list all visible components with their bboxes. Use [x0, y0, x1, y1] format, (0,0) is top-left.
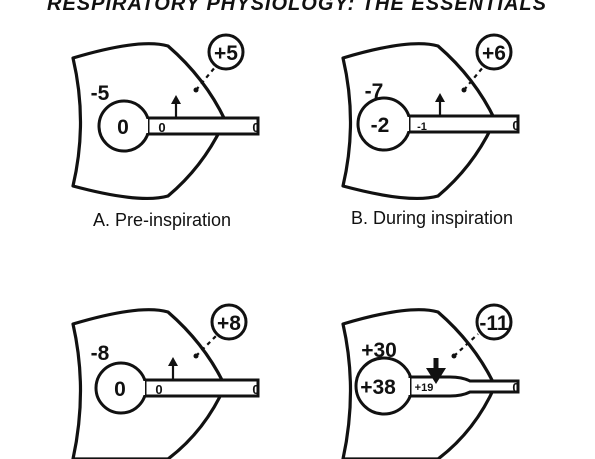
- dashed-pointer: [463, 65, 485, 91]
- airway-pressure-end: 0: [252, 120, 259, 135]
- panel-c: +8 -8 0 0 0: [71, 303, 260, 459]
- airway-pressure-mid: -1: [417, 121, 427, 133]
- pointer-dot: [451, 353, 457, 359]
- transmural-circle: [475, 303, 513, 341]
- transmural-pressure: -11: [479, 312, 509, 335]
- transmural-circle: [207, 33, 245, 71]
- panel-caption: B. During inspiration: [351, 208, 513, 228]
- dashed-pointer: [195, 65, 217, 91]
- pleural-pressure: -7: [365, 80, 384, 103]
- arrowhead-icon: [168, 357, 178, 366]
- alveolar-pressure: +38: [360, 376, 396, 399]
- chest-wall-outline: [341, 42, 497, 201]
- transmural-circle: [475, 33, 513, 71]
- airway-pressure-mid: +19: [415, 382, 434, 394]
- transmural-pressure: +8: [217, 312, 241, 335]
- dashed-pointer: [453, 333, 479, 357]
- airway-pressure-end: 0: [512, 380, 519, 395]
- airway-pressure-mid: 0: [155, 382, 162, 397]
- alveolar-pressure: -2: [371, 114, 390, 137]
- airway-pressure-mid: 0: [158, 120, 165, 135]
- pleural-pressure: -5: [91, 82, 110, 105]
- dashed-pointer: [195, 333, 219, 357]
- transmural-pressure: +6: [482, 42, 506, 65]
- arrowhead-icon: [171, 95, 181, 104]
- alveolar-pressure: 0: [117, 116, 129, 139]
- transmural-circle: [210, 303, 248, 341]
- pleural-pressure: -8: [91, 342, 110, 365]
- panel-d: -11 +30 +38 +19 0: [341, 303, 520, 459]
- pointer-dot: [193, 353, 199, 359]
- arrowhead-down-icon: [426, 368, 446, 384]
- panel-a: +5 -5 0 0 0 A. Pre-inspiration: [71, 33, 260, 230]
- pointer-dot: [461, 87, 467, 93]
- panel-caption: A. Pre-inspiration: [93, 210, 231, 230]
- arrowhead-icon: [435, 93, 445, 102]
- pointer-dot: [193, 87, 199, 93]
- transmural-pressure: +5: [214, 42, 238, 65]
- panel-b: +6 -7 -2 -1 0 B. During inspiration: [341, 33, 520, 228]
- chest-wall-outline: [71, 42, 227, 201]
- airway-pressure-end: 0: [252, 382, 259, 397]
- alveolar-pressure: 0: [114, 378, 126, 401]
- pleural-pressure: +30: [361, 339, 397, 362]
- figure-header: RESPIRATORY PHYSIOLOGY: THE ESSENTIALS: [47, 0, 547, 15]
- airway-pressure-end: 0: [512, 118, 519, 133]
